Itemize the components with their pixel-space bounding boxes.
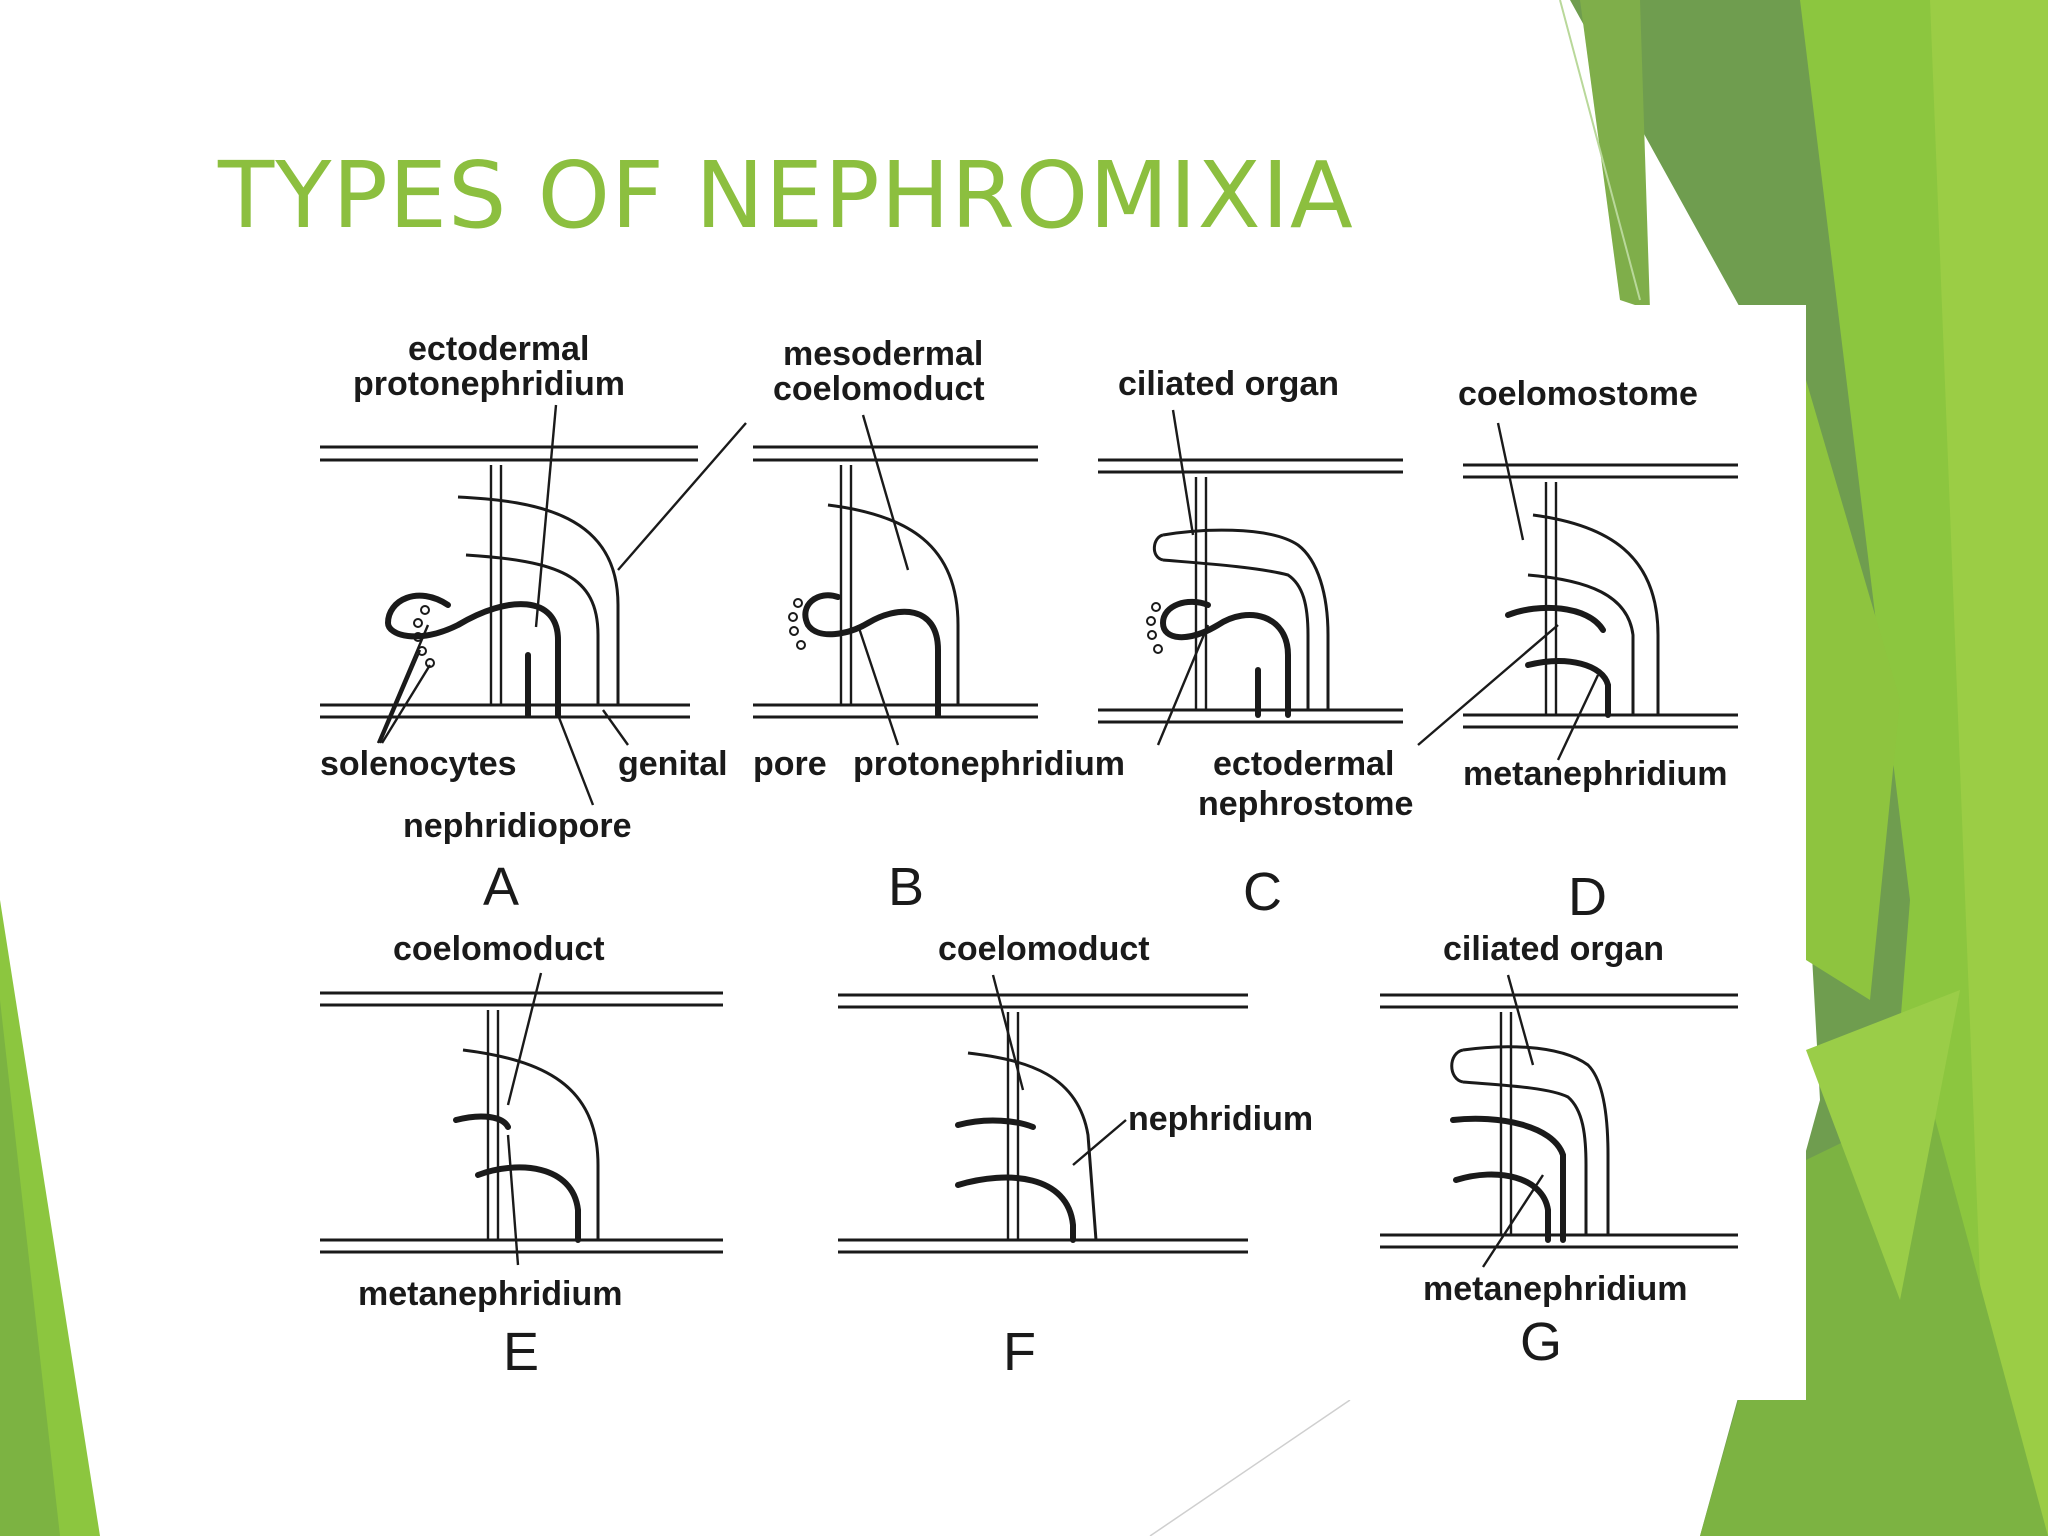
- panel-g: ciliated organ metanephridium G: [1380, 930, 1738, 1372]
- panel-letter-a: A: [483, 857, 519, 917]
- panel-a: ectodermal protonephridium solenocytes n…: [320, 330, 747, 917]
- panel-b: mesodermal coelomoduct pore protonephrid…: [753, 335, 1125, 917]
- label-ciliated-organ-g: ciliated organ: [1443, 930, 1664, 968]
- label-coelomostome: coelomostome: [1458, 375, 1698, 413]
- panel-letter-f: F: [1003, 1322, 1036, 1382]
- label-coelomoduct-e: coelomoduct: [393, 930, 605, 968]
- panel-f: coelomoduct nephridium F: [838, 930, 1313, 1382]
- panel-letter-b: B: [888, 857, 924, 917]
- label-nephridiopore: nephridiopore: [403, 807, 632, 845]
- label-mesodermal: mesodermal: [783, 335, 983, 373]
- panel-c: ciliated organ ectodermal nephrostome C: [1098, 365, 1413, 922]
- label-protonephridium-a: protonephridium: [353, 365, 625, 403]
- label-nephridium: nephridium: [1128, 1100, 1313, 1138]
- label-metanephridium-g: metanephridium: [1423, 1270, 1687, 1308]
- label-protonephridium-b: protonephridium: [853, 745, 1125, 783]
- label-genital: genital: [618, 745, 728, 783]
- panel-e: coelomoduct metanephridium E: [320, 930, 723, 1382]
- label-coelomoduct-b: coelomoduct: [773, 370, 985, 408]
- label-solenocytes: solenocytes: [320, 745, 517, 783]
- label-ectodermal-a: ectodermal: [408, 330, 589, 368]
- panel-letter-c: C: [1243, 862, 1282, 922]
- panel-letter-d: D: [1568, 867, 1607, 927]
- label-ectodermal-c: ectodermal: [1213, 745, 1394, 783]
- label-metanephridium-d: metanephridium: [1463, 755, 1727, 793]
- slide-title: TYPES OF NEPHROMIXIA: [218, 142, 1354, 249]
- panel-letter-e: E: [503, 1322, 539, 1382]
- label-nephrostome: nephrostome: [1198, 785, 1413, 823]
- panel-letter-g: G: [1520, 1312, 1562, 1372]
- label-ciliated-organ-c: ciliated organ: [1118, 365, 1339, 403]
- label-metanephridium-e: metanephridium: [358, 1275, 622, 1313]
- label-pore: pore: [753, 745, 827, 783]
- label-coelomoduct-f: coelomoduct: [938, 930, 1150, 968]
- panel-d: coelomostome metanephridium D: [1417, 375, 1738, 927]
- nephromixia-diagram: ectodermal protonephridium solenocytes n…: [258, 305, 1806, 1400]
